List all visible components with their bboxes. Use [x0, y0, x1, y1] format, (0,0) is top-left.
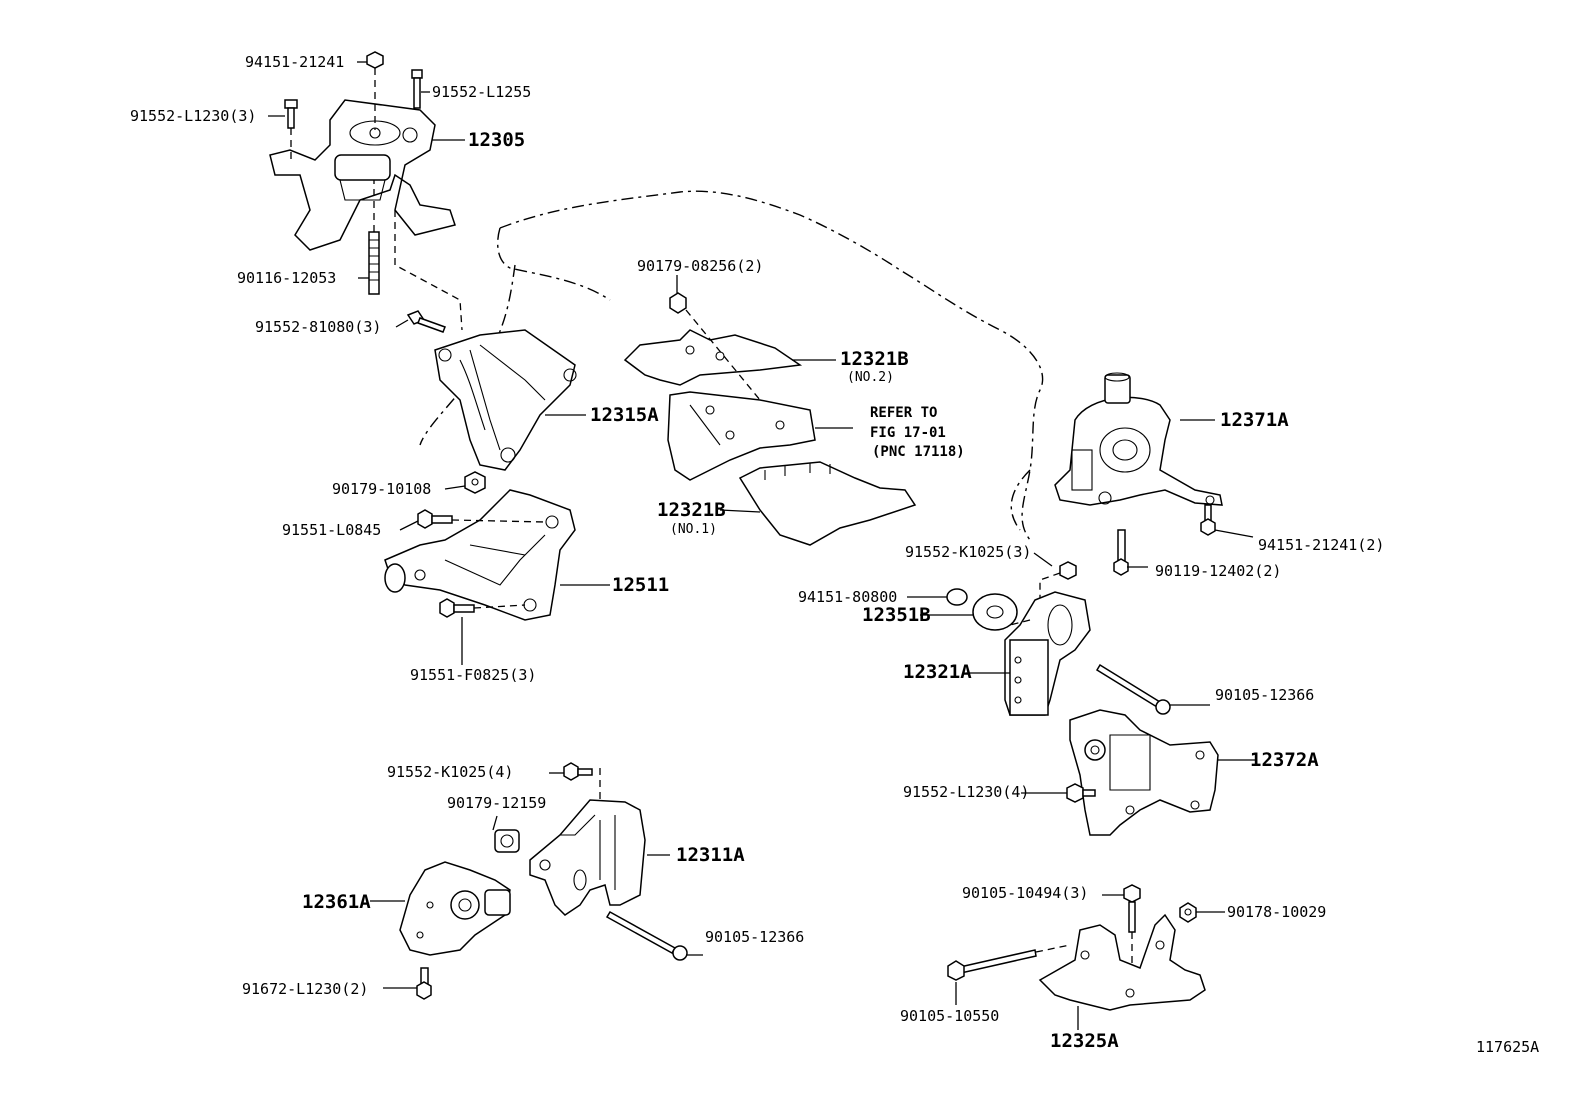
label-90116-12053: 90116-12053 — [237, 269, 336, 287]
engine-outline-left — [497, 227, 611, 301]
part-12351B — [972, 593, 1018, 631]
label-91552-L1255: 91552-L1255 — [432, 83, 531, 101]
label-94151-21241-2: 94151-21241(2) — [1258, 536, 1384, 554]
label-90105-12366-right: 90105-12366 — [1215, 686, 1314, 704]
bolt-91551-F0825 — [439, 598, 526, 618]
bolt-90105-12366-l — [605, 910, 688, 961]
bolt-91552-L1230 — [284, 99, 298, 160]
part-12321B-no2 — [623, 329, 803, 386]
part-12315A — [434, 329, 577, 471]
label-94151-21241: 94151-21241 — [245, 53, 344, 71]
part-12371A — [1054, 372, 1223, 506]
bolt-91672-L1230 — [416, 967, 432, 1000]
engine-outline-right-lower — [1010, 469, 1031, 531]
diagram-id: 117625A — [1476, 1038, 1539, 1056]
nut-90178-10029 — [1179, 902, 1197, 923]
label-12311A: 12311A — [676, 844, 745, 866]
part-12361A — [399, 861, 511, 956]
label-90105-10550: 90105-10550 — [900, 1007, 999, 1025]
label-90179-10108: 90179-10108 — [332, 480, 431, 498]
bolt-90105-12366-r — [1095, 663, 1171, 715]
label-12321B-bottom: 12321B — [657, 499, 726, 521]
label-refer-pnc: (PNC 17118) — [872, 444, 965, 460]
label-12321A: 12321A — [903, 661, 972, 683]
label-12325A: 12325A — [1050, 1030, 1119, 1052]
bolt-90119-12402 — [1113, 529, 1129, 576]
label-91551-L0845: 91551-L0845 — [282, 521, 381, 539]
part-12321B-no1 — [738, 461, 917, 546]
label-91552-L1230-4: 91552-L1230(4) — [903, 783, 1029, 801]
nut-94151-21241 — [366, 51, 384, 130]
label-90179-12159: 90179-12159 — [447, 794, 546, 812]
bolt-91552-K1025-3 — [1039, 561, 1077, 600]
label-90178-10029: 90178-10029 — [1227, 903, 1326, 921]
nut-90179-10108 — [464, 471, 486, 494]
washer-94151-80800 — [946, 588, 968, 606]
label-90105-12366-left: 90105-12366 — [705, 928, 804, 946]
engine-outline — [499, 190, 1044, 541]
bolt-94151-21241-2 — [1200, 504, 1216, 536]
label-90119-12402-2: 90119-12402(2) — [1155, 562, 1281, 580]
label-refer-to: REFER TO — [870, 405, 937, 421]
bolt-91552-L1255 — [411, 69, 423, 109]
label-90179-08256-2: 90179-08256(2) — [637, 257, 763, 275]
label-91552-K1025-4: 91552-K1025(4) — [387, 763, 513, 781]
part-12511 — [384, 489, 576, 621]
label-91551-F0825-3: 91551-F0825(3) — [410, 666, 536, 684]
leader-lines — [268, 61, 1257, 1030]
part-refer-plate — [667, 391, 816, 481]
nut-90179-12159 — [494, 829, 520, 853]
bolt-91552-K1025-4 — [563, 762, 601, 800]
label-12371A: 12371A — [1220, 409, 1289, 431]
label-refer-fig: FIG 17-01 — [870, 425, 946, 441]
label-12321B-top-sub: (NO.2) — [847, 370, 894, 385]
label-91552-K1025-3: 91552-K1025(3) — [905, 543, 1031, 561]
label-12315A: 12315A — [590, 404, 659, 426]
bolt-91551-L0845 — [417, 509, 546, 529]
label-12321B-top: 12321B — [840, 348, 909, 370]
label-91672-L1230-2: 91672-L1230(2) — [242, 980, 368, 998]
label-91552-81080-3: 91552-81080(3) — [255, 318, 381, 336]
bolt-91552-81080 — [406, 310, 446, 333]
part-12325A — [1038, 913, 1206, 1011]
part-12305 — [269, 99, 456, 251]
label-94151-80800: 94151-80800 — [798, 588, 897, 606]
label-12351B: 12351B — [862, 604, 931, 626]
label-90105-10494-3: 90105-10494(3) — [962, 884, 1088, 902]
label-91552-L1230-3: 91552-L1230(3) — [130, 107, 256, 125]
label-12372A: 12372A — [1250, 749, 1319, 771]
label-12321B-bottom-sub: (NO.1) — [670, 522, 717, 537]
bolt-90105-10550 — [947, 944, 1071, 981]
label-12305: 12305 — [468, 129, 525, 151]
part-12372A — [1069, 709, 1219, 836]
nut-90179-08256 — [669, 292, 761, 401]
part-12321A — [1004, 591, 1091, 716]
stud-90116-12053 — [368, 180, 463, 331]
label-12361A: 12361A — [302, 891, 371, 913]
bolt-91552-L1230-4 — [1066, 783, 1096, 803]
part-12311A — [529, 799, 646, 916]
label-12511: 12511 — [612, 574, 669, 596]
